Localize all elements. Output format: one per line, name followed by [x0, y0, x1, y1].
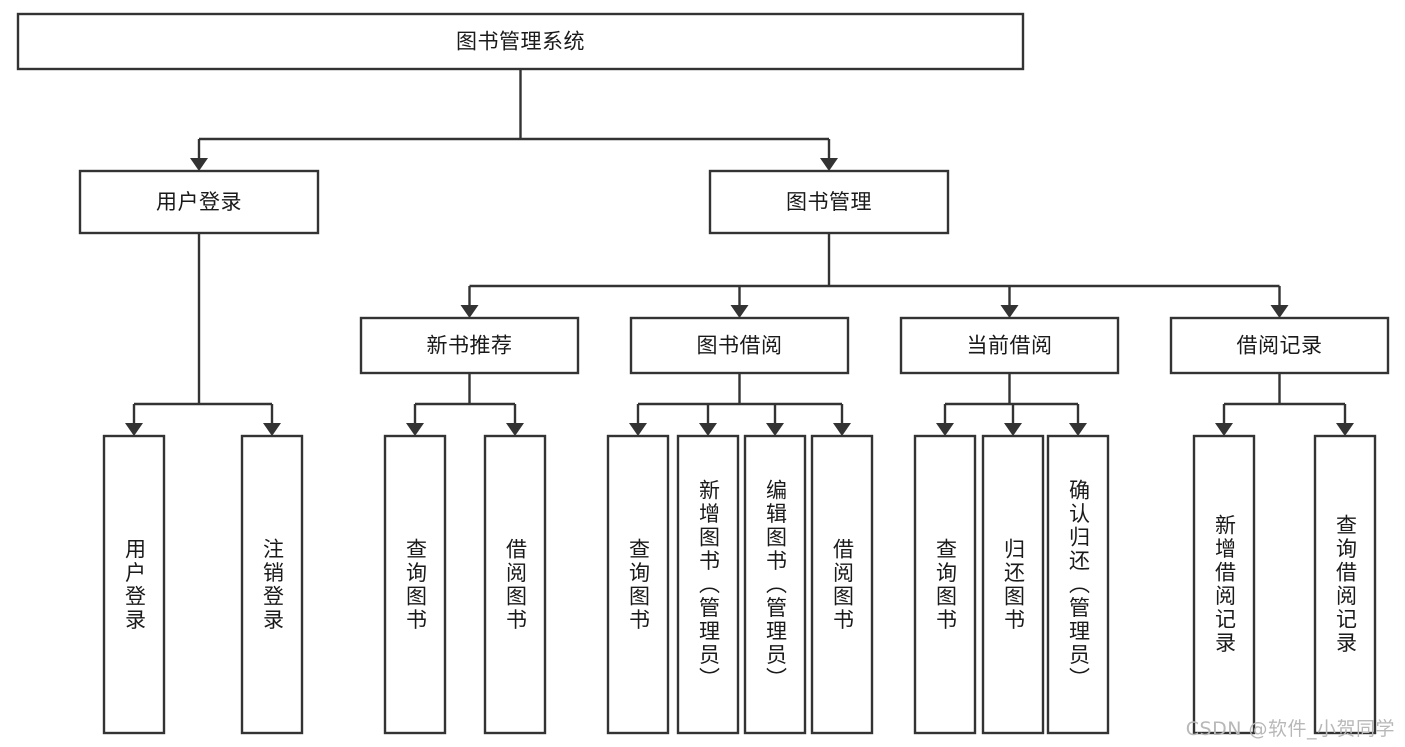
node-box-leaf-return-book[interactable] — [981, 434, 1045, 735]
arrow-head-leaf-query-book-1 — [406, 423, 424, 436]
node-box-new-book-recommend[interactable] — [359, 316, 580, 375]
node-box-leaf-add-book[interactable] — [676, 434, 740, 735]
node-label-user-login: 用户登录 — [156, 190, 242, 214]
arrow-head-borrow-record — [1270, 305, 1289, 318]
node-box-book-borrow[interactable] — [629, 316, 850, 375]
node-label-book-management: 图书管理 — [786, 190, 872, 214]
arrow-head-current-borrow — [1000, 305, 1019, 318]
node-box-leaf-query-record[interactable] — [1313, 434, 1377, 735]
arrow-head-leaf-query-book-2 — [629, 423, 647, 436]
box-layer — [16, 12, 1390, 735]
arrow-head-leaf-user-login — [125, 423, 143, 436]
node-label-book-borrow: 图书借阅 — [697, 334, 783, 358]
node-box-root[interactable] — [16, 12, 1025, 71]
node-box-user-login[interactable] — [78, 169, 320, 235]
node-box-leaf-add-record[interactable] — [1192, 434, 1256, 735]
node-box-book-management[interactable] — [708, 169, 950, 235]
arrow-head-leaf-add-record — [1215, 423, 1233, 436]
node-box-leaf-confirm-return[interactable] — [1046, 434, 1110, 735]
node-box-leaf-logout[interactable] — [240, 434, 304, 735]
node-box-leaf-query-book-2[interactable] — [606, 434, 670, 735]
arrow-head-new-book-recommend — [460, 305, 479, 318]
node-label-root: 图书管理系统 — [456, 30, 585, 54]
arrow-head-leaf-query-record — [1336, 423, 1354, 436]
arrow-head-leaf-logout — [263, 423, 281, 436]
node-box-leaf-user-login[interactable] — [102, 434, 166, 735]
arrow-head-leaf-borrow-book-1 — [506, 423, 524, 436]
arrow-head-user-login — [190, 158, 208, 171]
arrow-head-leaf-query-book-3 — [936, 423, 954, 436]
connector-layer — [125, 69, 1354, 436]
node-box-borrow-record[interactable] — [1169, 316, 1390, 375]
node-box-leaf-edit-book[interactable] — [743, 434, 807, 735]
node-box-leaf-borrow-book-1[interactable] — [483, 434, 547, 735]
node-box-current-borrow[interactable] — [899, 316, 1120, 375]
node-label-new-book-recommend: 新书推荐 — [427, 334, 513, 358]
arrow-head-leaf-edit-book — [766, 423, 784, 436]
arrow-head-leaf-borrow-book-2 — [833, 423, 851, 436]
arrow-head-leaf-confirm-return — [1069, 423, 1087, 436]
arrow-head-book-management — [820, 158, 838, 171]
node-label-current-borrow: 当前借阅 — [967, 334, 1053, 358]
node-box-leaf-query-book-3[interactable] — [913, 434, 977, 735]
node-box-leaf-query-book-1[interactable] — [383, 434, 447, 735]
node-label-borrow-record: 借阅记录 — [1237, 334, 1323, 358]
node-box-leaf-borrow-book-2[interactable] — [810, 434, 874, 735]
arrow-head-leaf-add-book — [699, 423, 717, 436]
arrow-head-book-borrow — [730, 305, 749, 318]
arrow-head-leaf-return-book — [1004, 423, 1022, 436]
